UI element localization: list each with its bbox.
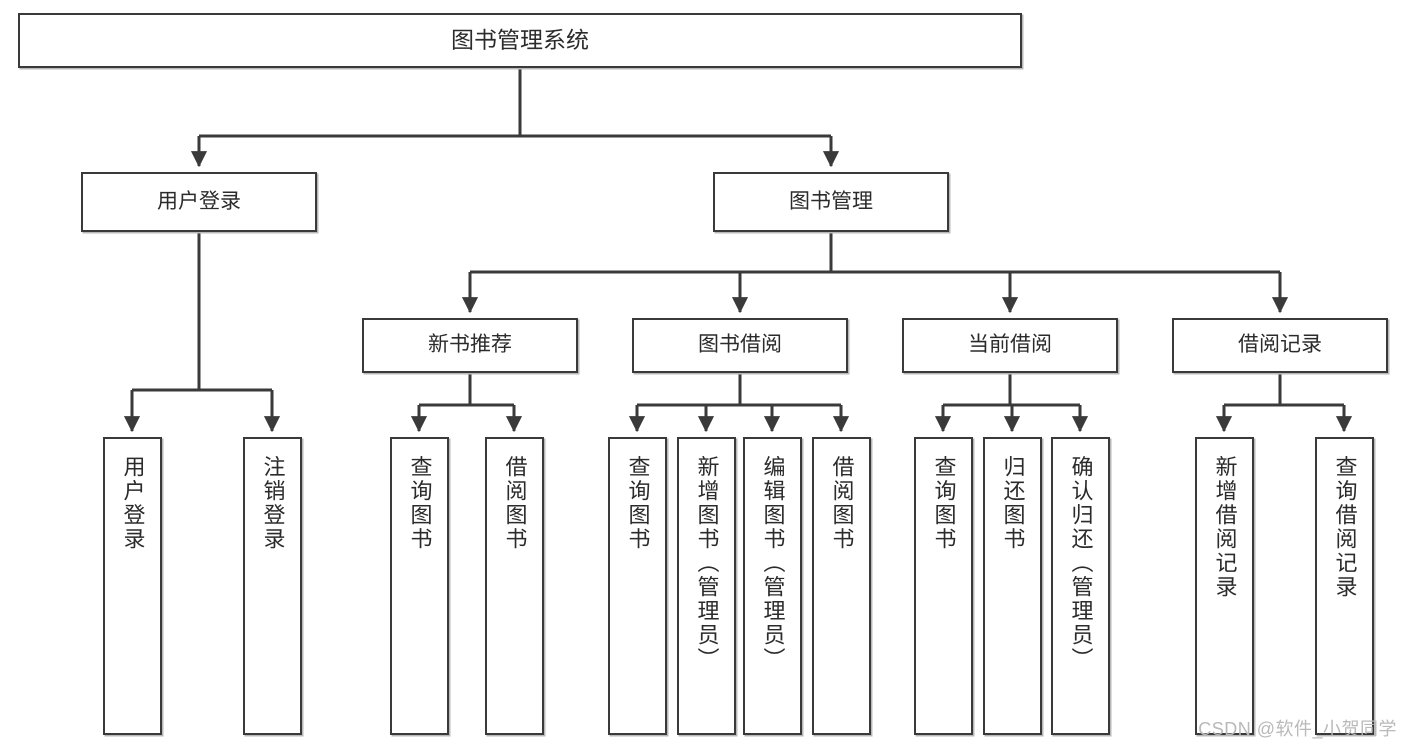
node-label: 新书推荐 bbox=[428, 333, 512, 357]
node-label: 图书管理系统 bbox=[451, 26, 589, 53]
node-label: 图书借阅 bbox=[698, 333, 782, 357]
leaf-query-record[interactable]: 查询借阅记录 bbox=[1315, 437, 1374, 735]
node-label: 借阅图书 bbox=[502, 455, 528, 551]
node-label: 用户登录 bbox=[157, 189, 241, 213]
leaf-add-book[interactable]: 新增图书（管理员） bbox=[677, 437, 736, 735]
node-root-system[interactable]: 图书管理系统 bbox=[18, 13, 1022, 68]
node-label: 新增借阅记录 bbox=[1212, 455, 1238, 599]
node-label: 注销登录 bbox=[260, 455, 286, 551]
node-label: 借阅记录 bbox=[1238, 333, 1322, 357]
node-label: 用户登录 bbox=[120, 455, 146, 551]
node-book-borrow[interactable]: 图书借阅 bbox=[632, 318, 848, 373]
leaf-add-record[interactable]: 新增借阅记录 bbox=[1195, 437, 1254, 735]
node-label: 查询图书 bbox=[931, 455, 957, 551]
node-new-book-rec[interactable]: 新书推荐 bbox=[362, 318, 578, 373]
leaf-user-login[interactable]: 用户登录 bbox=[103, 437, 162, 735]
node-label: 查询借阅记录 bbox=[1332, 455, 1358, 599]
leaf-query-book-1[interactable]: 查询图书 bbox=[390, 437, 449, 735]
node-label: 新增图书（管理员） bbox=[694, 455, 720, 671]
leaf-query-book-2[interactable]: 查询图书 bbox=[608, 437, 667, 735]
leaf-borrow-book-2[interactable]: 借阅图书 bbox=[812, 437, 871, 735]
leaf-query-book-3[interactable]: 查询图书 bbox=[914, 437, 973, 735]
node-label: 借阅图书 bbox=[829, 455, 855, 551]
node-book-manage[interactable]: 图书管理 bbox=[713, 172, 949, 232]
node-current-borrow[interactable]: 当前借阅 bbox=[902, 318, 1118, 373]
node-borrow-record[interactable]: 借阅记录 bbox=[1172, 318, 1388, 373]
node-user-login[interactable]: 用户登录 bbox=[81, 172, 317, 232]
node-label: 当前借阅 bbox=[968, 333, 1052, 357]
leaf-borrow-book-1[interactable]: 借阅图书 bbox=[485, 437, 544, 735]
node-label: 查询图书 bbox=[407, 455, 433, 551]
node-label: 编辑图书（管理员） bbox=[760, 455, 786, 671]
node-label: 图书管理 bbox=[789, 189, 873, 213]
leaf-confirm-return[interactable]: 确认归还（管理员） bbox=[1051, 437, 1110, 735]
node-label: 确认归还（管理员） bbox=[1068, 455, 1094, 671]
leaf-edit-book[interactable]: 编辑图书（管理员） bbox=[743, 437, 802, 735]
node-label: 查询图书 bbox=[625, 455, 651, 551]
leaf-logout[interactable]: 注销登录 bbox=[243, 437, 302, 735]
leaf-return-book[interactable]: 归还图书 bbox=[983, 437, 1042, 735]
node-label: 归还图书 bbox=[1000, 455, 1026, 551]
watermark-text: CSDN @软件_小贺同学 bbox=[1198, 719, 1397, 739]
